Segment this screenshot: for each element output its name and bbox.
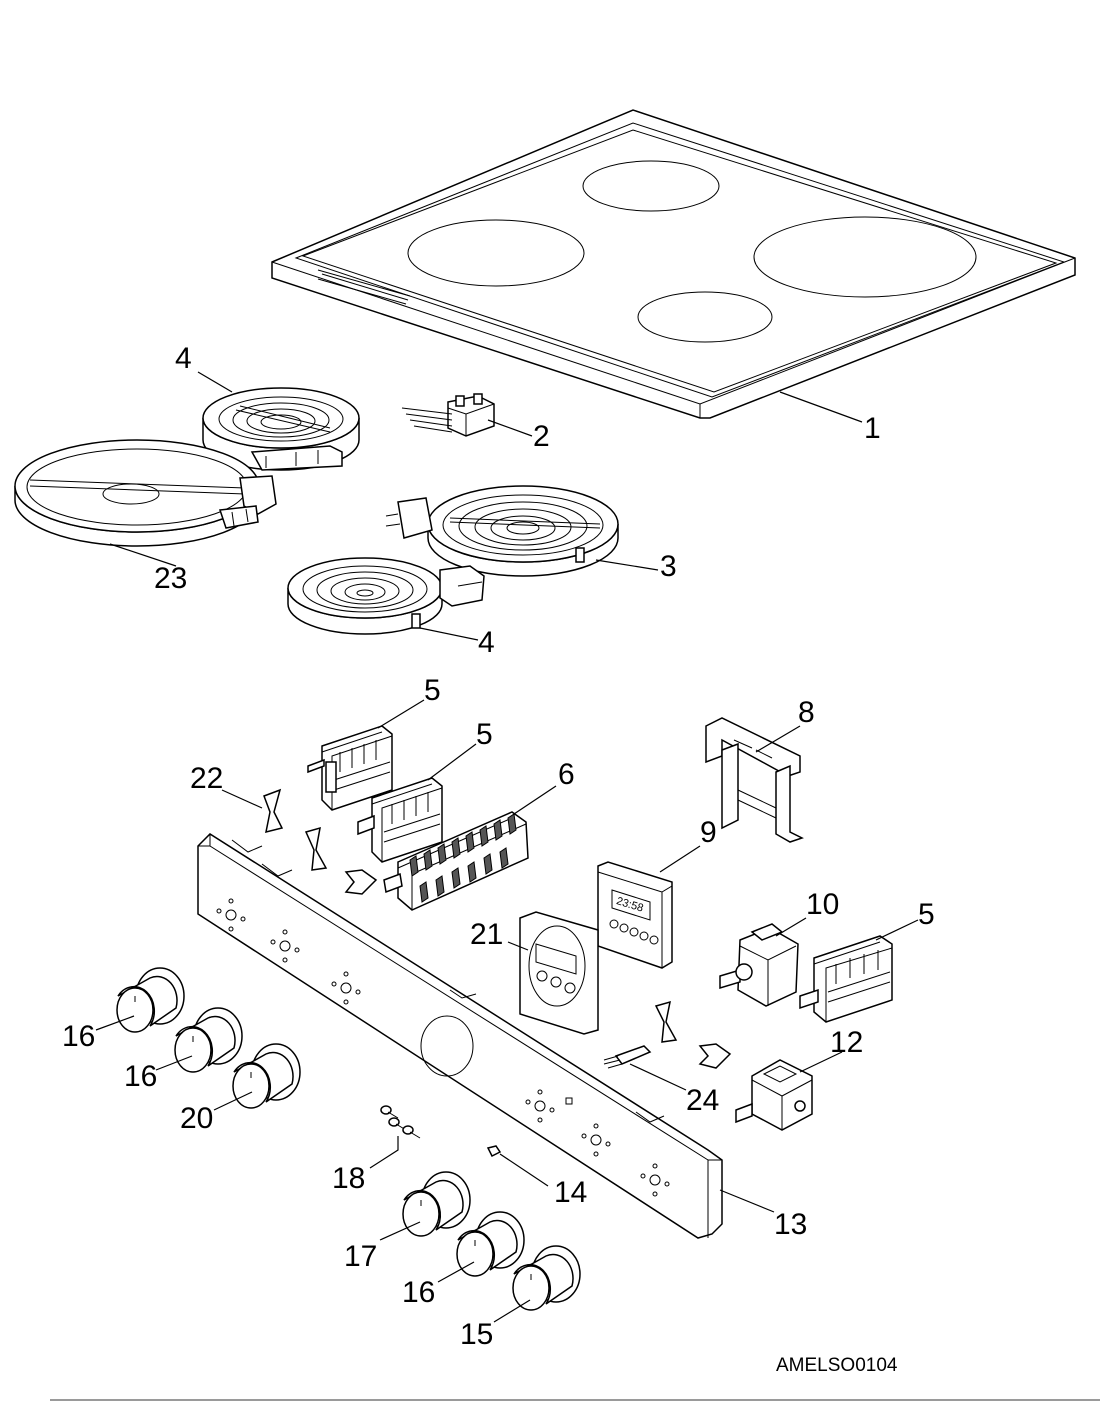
part-9-electronic-timer: 23:58 — [597, 861, 673, 969]
part-3-heating-element — [385, 485, 619, 577]
part-6-selector-switch — [383, 811, 529, 911]
label-16-a: 16 — [62, 1020, 95, 1053]
label-16-b: 16 — [124, 1060, 157, 1093]
label-14: 14 — [554, 1176, 587, 1209]
part-4-small-heating-element-top — [202, 387, 360, 471]
part-1-glass-hob — [271, 109, 1076, 419]
label-23: 23 — [154, 562, 187, 595]
part-16-knob-b — [174, 1007, 243, 1073]
part-14-clip — [486, 1145, 502, 1158]
label-16-c: 16 — [402, 1276, 435, 1309]
part-22-springs — [263, 788, 732, 1069]
part-21-timer-fascia — [519, 911, 599, 1035]
leader-lines — [95, 371, 919, 1323]
part-12-switch — [735, 1059, 813, 1131]
part-16-knob-a — [116, 967, 185, 1033]
label-4-top: 4 — [175, 342, 192, 375]
label-3: 3 — [660, 550, 677, 583]
label-5-c: 5 — [918, 898, 935, 931]
label-2: 2 — [533, 420, 550, 453]
part-17-knob — [402, 1171, 471, 1237]
part-16-knob-c — [456, 1211, 525, 1277]
part-20-knob — [232, 1043, 301, 1109]
label-12: 12 — [830, 1026, 863, 1059]
part-13-control-panel — [197, 833, 723, 1239]
label-18: 18 — [332, 1162, 365, 1195]
part-24-indicator-lamp — [603, 1045, 652, 1069]
label-21: 21 — [470, 918, 503, 951]
part-10-thermostat — [719, 923, 799, 1007]
part-5-energy-regulator-c — [799, 935, 893, 1023]
part-4-small-heating-element-bottom — [287, 557, 485, 635]
label-5-a: 5 — [424, 674, 441, 707]
diagram-code: AMELSO0104 — [776, 1355, 898, 1376]
label-10: 10 — [806, 888, 839, 921]
part-23-large-heating-element — [14, 439, 277, 547]
label-4-bottom: 4 — [478, 626, 495, 659]
label-5-b: 5 — [476, 718, 493, 751]
part-18-screws — [380, 1105, 421, 1139]
part-5-energy-regulator-b — [357, 777, 443, 863]
label-8: 8 — [798, 696, 815, 729]
label-1: 1 — [864, 412, 881, 445]
label-22: 22 — [190, 762, 223, 795]
part-labels: 1 2 3 4 4 5 5 5 6 8 9 10 12 13 14 15 16 … — [62, 342, 935, 1351]
part-15-knob — [512, 1245, 581, 1311]
label-9: 9 — [700, 816, 717, 849]
part-2-terminal-block — [401, 393, 495, 437]
label-6: 6 — [558, 758, 575, 791]
label-20: 20 — [180, 1102, 213, 1135]
part-8-bracket — [705, 717, 804, 843]
label-17: 17 — [344, 1240, 377, 1273]
part-5-energy-regulator-a — [307, 725, 393, 811]
label-15: 15 — [460, 1318, 493, 1351]
label-13: 13 — [774, 1208, 807, 1241]
label-24: 24 — [686, 1084, 719, 1117]
